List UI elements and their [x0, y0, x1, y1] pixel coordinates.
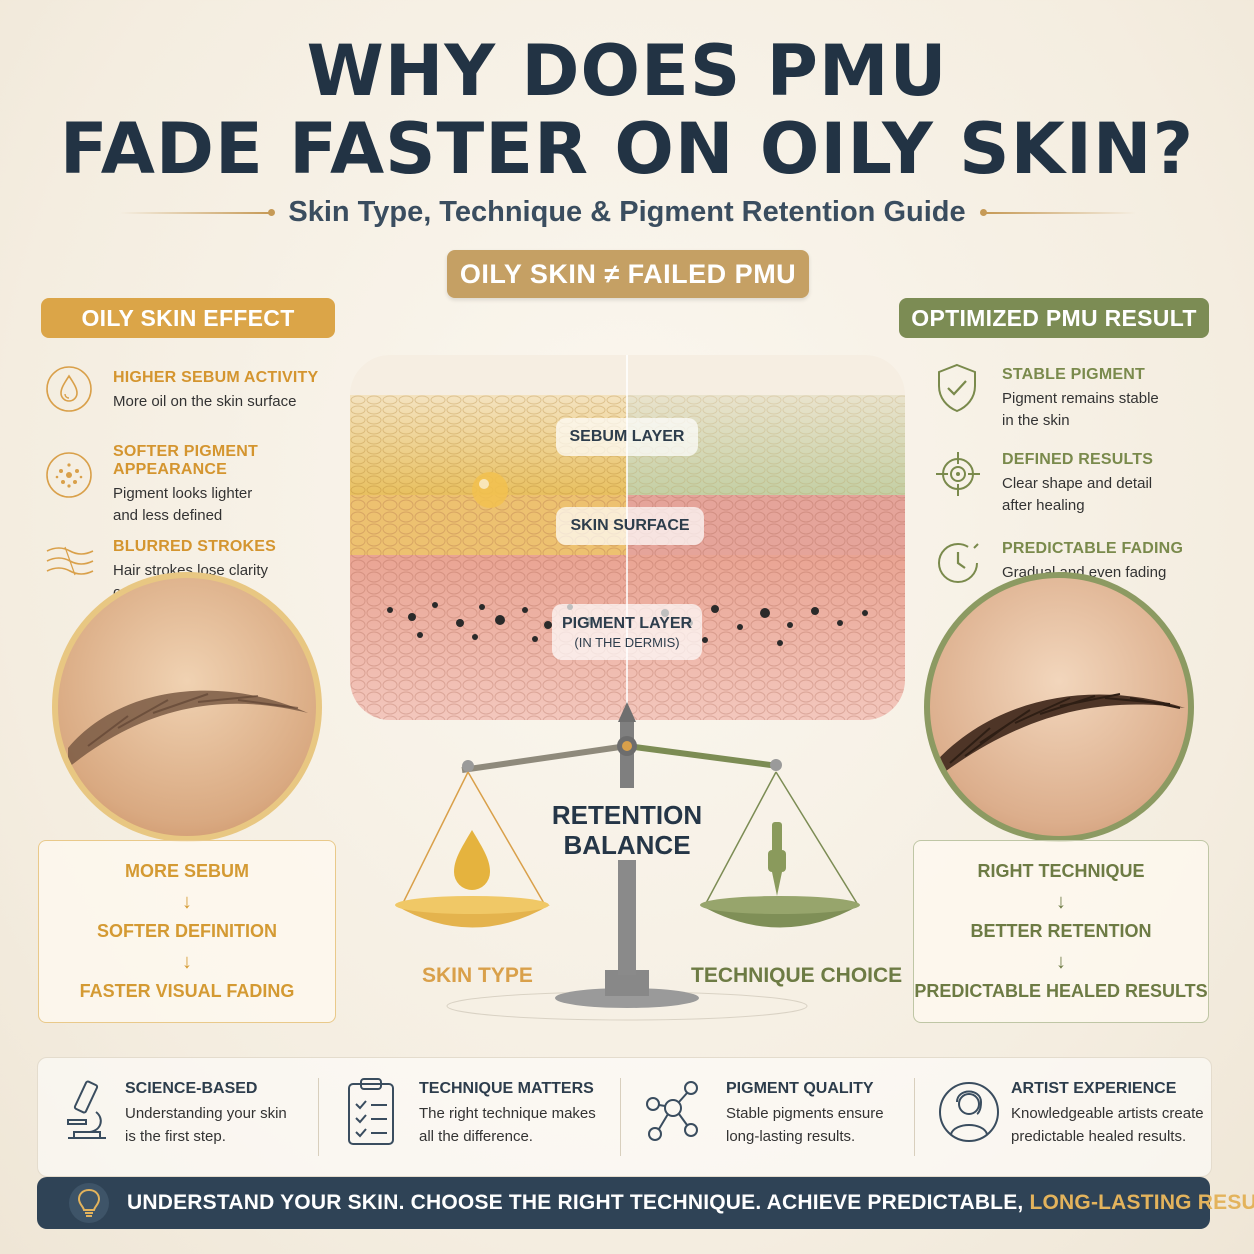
oil-drop-icon [45, 365, 92, 412]
right-flow-box: RIGHT TECHNIQUE ↓ BETTER RETENTION ↓ PRE… [913, 840, 1209, 1023]
feature-3-heading: PIGMENT QUALITY [726, 1080, 874, 1097]
shield-check-icon [934, 362, 980, 413]
down-arrow-icon: ↓ [1056, 950, 1066, 973]
feature-3-desc-2: long-lasting results. [726, 1128, 856, 1145]
optimized-brow-image [924, 572, 1194, 842]
sebum-layer-label: SEBUM LAYER [556, 418, 698, 456]
down-arrow-icon: ↓ [1056, 890, 1066, 913]
page-title-line-2: FADE FASTER ON OILY SKIN? [59, 108, 1195, 190]
left-item-2-desc-1: Pigment looks lighter [113, 485, 253, 502]
right-item-1-desc-2: in the skin [1002, 412, 1070, 429]
left-flow-step-1: MORE SEBUM [124, 861, 249, 881]
feature-1-desc-2: is the first step. [125, 1128, 226, 1145]
subtitle-left-dot [268, 209, 275, 216]
lightbulb-icon [67, 1178, 111, 1228]
left-header: OILY SKIN EFFECT [41, 298, 335, 338]
skin-surface-label: SKIN SURFACE [556, 507, 704, 545]
pigment-layer-label: PIGMENT LAYER (IN THE DERMIS) [552, 604, 702, 660]
right-item-2-heading: DEFINED RESULTS [1002, 451, 1154, 468]
right-item-2-desc-1: Clear shape and detail [1002, 475, 1153, 492]
subtitle-right-rule [986, 212, 1136, 214]
right-flow-step-3: PREDICTABLE HEALED RESULTS [914, 981, 1208, 1001]
down-arrow-icon: ↓ [182, 950, 192, 973]
left-item-1-heading: HIGHER SEBUM ACTIVITY [113, 369, 319, 386]
subtitle-left-rule [120, 212, 270, 214]
feature-panel [37, 1057, 1212, 1177]
blurred-lines-icon [45, 537, 94, 583]
clipboard-checklist-icon [345, 1076, 397, 1153]
clock-icon [934, 538, 980, 584]
feature-2-desc-1: The right technique makes [419, 1105, 596, 1122]
feature-card-science: SCIENCE-BASED Understanding your skin is… [125, 1080, 365, 1148]
right-flow-step-1: RIGHT TECHNIQUE [977, 861, 1145, 881]
right-flow-step-2: BETTER RETENTION [970, 921, 1152, 941]
left-item-2-heading: SOFTER PIGMENT APPEARANCE [113, 443, 259, 478]
banner-main-text: UNDERSTAND YOUR SKIN. CHOOSE THE RIGHT T… [127, 1191, 1024, 1214]
feature-1-desc-1: Understanding your skin [125, 1105, 287, 1122]
feature-card-pigment: PIGMENT QUALITY Stable pigments ensure l… [726, 1080, 966, 1148]
feature-4-desc-1: Knowledgeable artists create [1011, 1105, 1204, 1122]
feature-3-desc-1: Stable pigments ensure [726, 1105, 884, 1122]
feature-4-desc-2: predictable healed results. [1011, 1128, 1187, 1145]
divider [318, 1078, 319, 1156]
right-item-2-desc-2: after healing [1002, 497, 1085, 514]
left-item-2-desc-2: and less defined [113, 507, 223, 524]
feature-card-technique: TECHNIQUE MATTERS The right technique ma… [419, 1080, 659, 1148]
feature-card-artist: ARTIST EXPERIENCE Knowledgeable artists … [1011, 1080, 1211, 1148]
left-item-1-desc: More oil on the skin surface [113, 393, 297, 410]
feature-4-heading: ARTIST EXPERIENCE [1011, 1080, 1177, 1097]
feature-1-heading: SCIENCE-BASED [125, 1080, 258, 1097]
left-item-3-heading: BLURRED STROKES [113, 538, 277, 555]
divider [620, 1078, 621, 1156]
bottom-banner: UNDERSTAND YOUR SKIN. CHOOSE THE RIGHT T… [37, 1177, 1254, 1229]
page-title-line-1: WHY DOES PMU [306, 30, 948, 112]
retention-balance-label: RETENTION BALANCE [520, 800, 734, 860]
down-arrow-icon: ↓ [182, 890, 192, 913]
left-flow-box: MORE SEBUM ↓ SOFTER DEFINITION ↓ FASTER … [38, 840, 336, 1023]
left-flow-step-2: SOFTER DEFINITION [97, 921, 277, 941]
retention-line-1: RETENTION [551, 800, 703, 830]
skin-type-label: SKIN TYPE [422, 964, 533, 987]
feature-2-heading: TECHNIQUE MATTERS [419, 1080, 594, 1097]
microscope-icon [60, 1078, 114, 1153]
left-flow-step-3: FASTER VISUAL FADING [79, 981, 295, 1001]
subtitle-right-dot [980, 209, 987, 216]
subtitle: Skin Type, Technique & Pigment Retention… [288, 196, 966, 228]
right-header: OPTIMIZED PMU RESULT [899, 298, 1209, 338]
feature-2-desc-2: all the difference. [419, 1128, 533, 1145]
banner-text: UNDERSTAND YOUR SKIN. CHOOSE THE RIGHT T… [127, 1191, 1254, 1215]
pigment-layer-title: PIGMENT LAYER [561, 614, 693, 632]
balance-scale-illustration [380, 700, 880, 1030]
pigment-layer-subtitle: (IN THE DERMIS) [574, 634, 680, 650]
left-item-3-desc-1: Hair strokes lose clarity [113, 562, 269, 579]
right-item-3-heading: PREDICTABLE FADING [1002, 540, 1184, 557]
diffuse-dots-icon [45, 451, 92, 498]
technique-choice-label: TECHNIQUE CHOICE [691, 964, 903, 987]
divider [914, 1078, 915, 1156]
oily-skin-brow-image [52, 572, 322, 842]
center-badge: OILY SKIN ≠ FAILED PMU [447, 250, 809, 298]
right-item-1-desc-1: Pigment remains stable [1002, 390, 1159, 407]
target-icon [934, 450, 980, 496]
banner-highlight-text: LONG-LASTING RESULTS. [1029, 1191, 1254, 1214]
artist-icon [937, 1078, 1001, 1151]
molecule-icon [643, 1078, 703, 1149]
right-item-1-heading: STABLE PIGMENT [1002, 366, 1145, 383]
retention-line-2: BALANCE [563, 830, 691, 860]
